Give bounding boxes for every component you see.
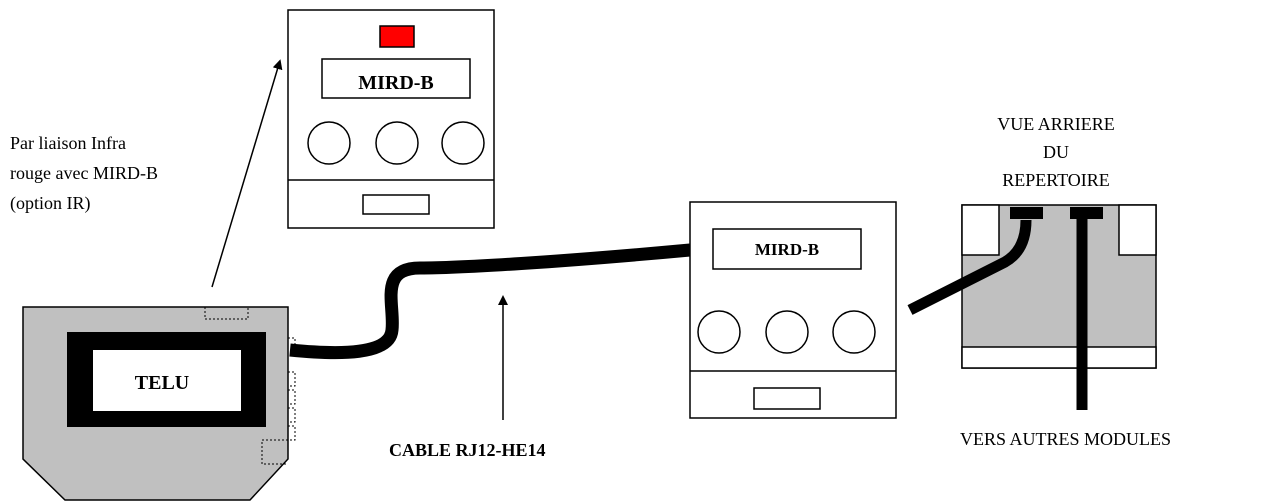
rear-cable-to-module	[907, 219, 1032, 315]
cable-label: CABLE RJ12-HE14	[389, 440, 546, 460]
mird-b-module-top: MIRD-B	[287, 9, 495, 229]
svg-text:(option IR): (option IR)	[10, 193, 91, 214]
round-button-2	[765, 310, 809, 354]
red-indicator-light	[379, 25, 415, 48]
svg-text:rouge avec MIRD-B: rouge avec MIRD-B	[10, 163, 158, 183]
rear-notch-right	[1118, 204, 1157, 256]
rear-bottom-band	[961, 346, 1157, 369]
svg-text:DU: DU	[1043, 142, 1069, 162]
telu-side-connectors	[261, 337, 296, 465]
mird-b-label-top: MIRD-B	[358, 72, 434, 94]
telu-screen	[93, 350, 241, 411]
svg-text:Par liaison Infra: Par liaison Infra	[10, 133, 126, 153]
round-button-3	[832, 310, 876, 354]
display-box	[712, 228, 862, 270]
svg-text:REPERTOIRE: REPERTOIRE	[1002, 170, 1110, 190]
telu-device: TELU	[22, 306, 296, 501]
display-box	[321, 58, 471, 99]
rear-view-title: VUE ARRIERE DU REPERTOIRE	[997, 114, 1115, 190]
mird-b-label-middle: MIRD-B	[755, 240, 819, 259]
rear-notch-left	[961, 204, 1000, 256]
svg-text:VUE ARRIERE: VUE ARRIERE	[997, 114, 1115, 134]
infrared-note: Par liaison Infra rouge avec MIRD-B (opt…	[10, 133, 158, 214]
round-button-3	[441, 121, 485, 165]
other-modules-label: VERS AUTRES MODULES	[960, 429, 1171, 449]
connector-slot	[362, 194, 430, 215]
rear-connector-1	[1010, 207, 1043, 219]
cable-rj12-he14	[289, 243, 691, 360]
mird-b-module-middle: MIRD-B	[689, 201, 897, 419]
round-button-1	[307, 121, 351, 165]
repertoire-rear-view	[907, 204, 1157, 410]
infrared-arrow	[211, 59, 283, 288]
connector-slot	[753, 387, 821, 410]
ir-window-dotted	[204, 306, 249, 320]
round-button-2	[375, 121, 419, 165]
round-button-1	[697, 310, 741, 354]
telu-label: TELU	[135, 372, 189, 394]
